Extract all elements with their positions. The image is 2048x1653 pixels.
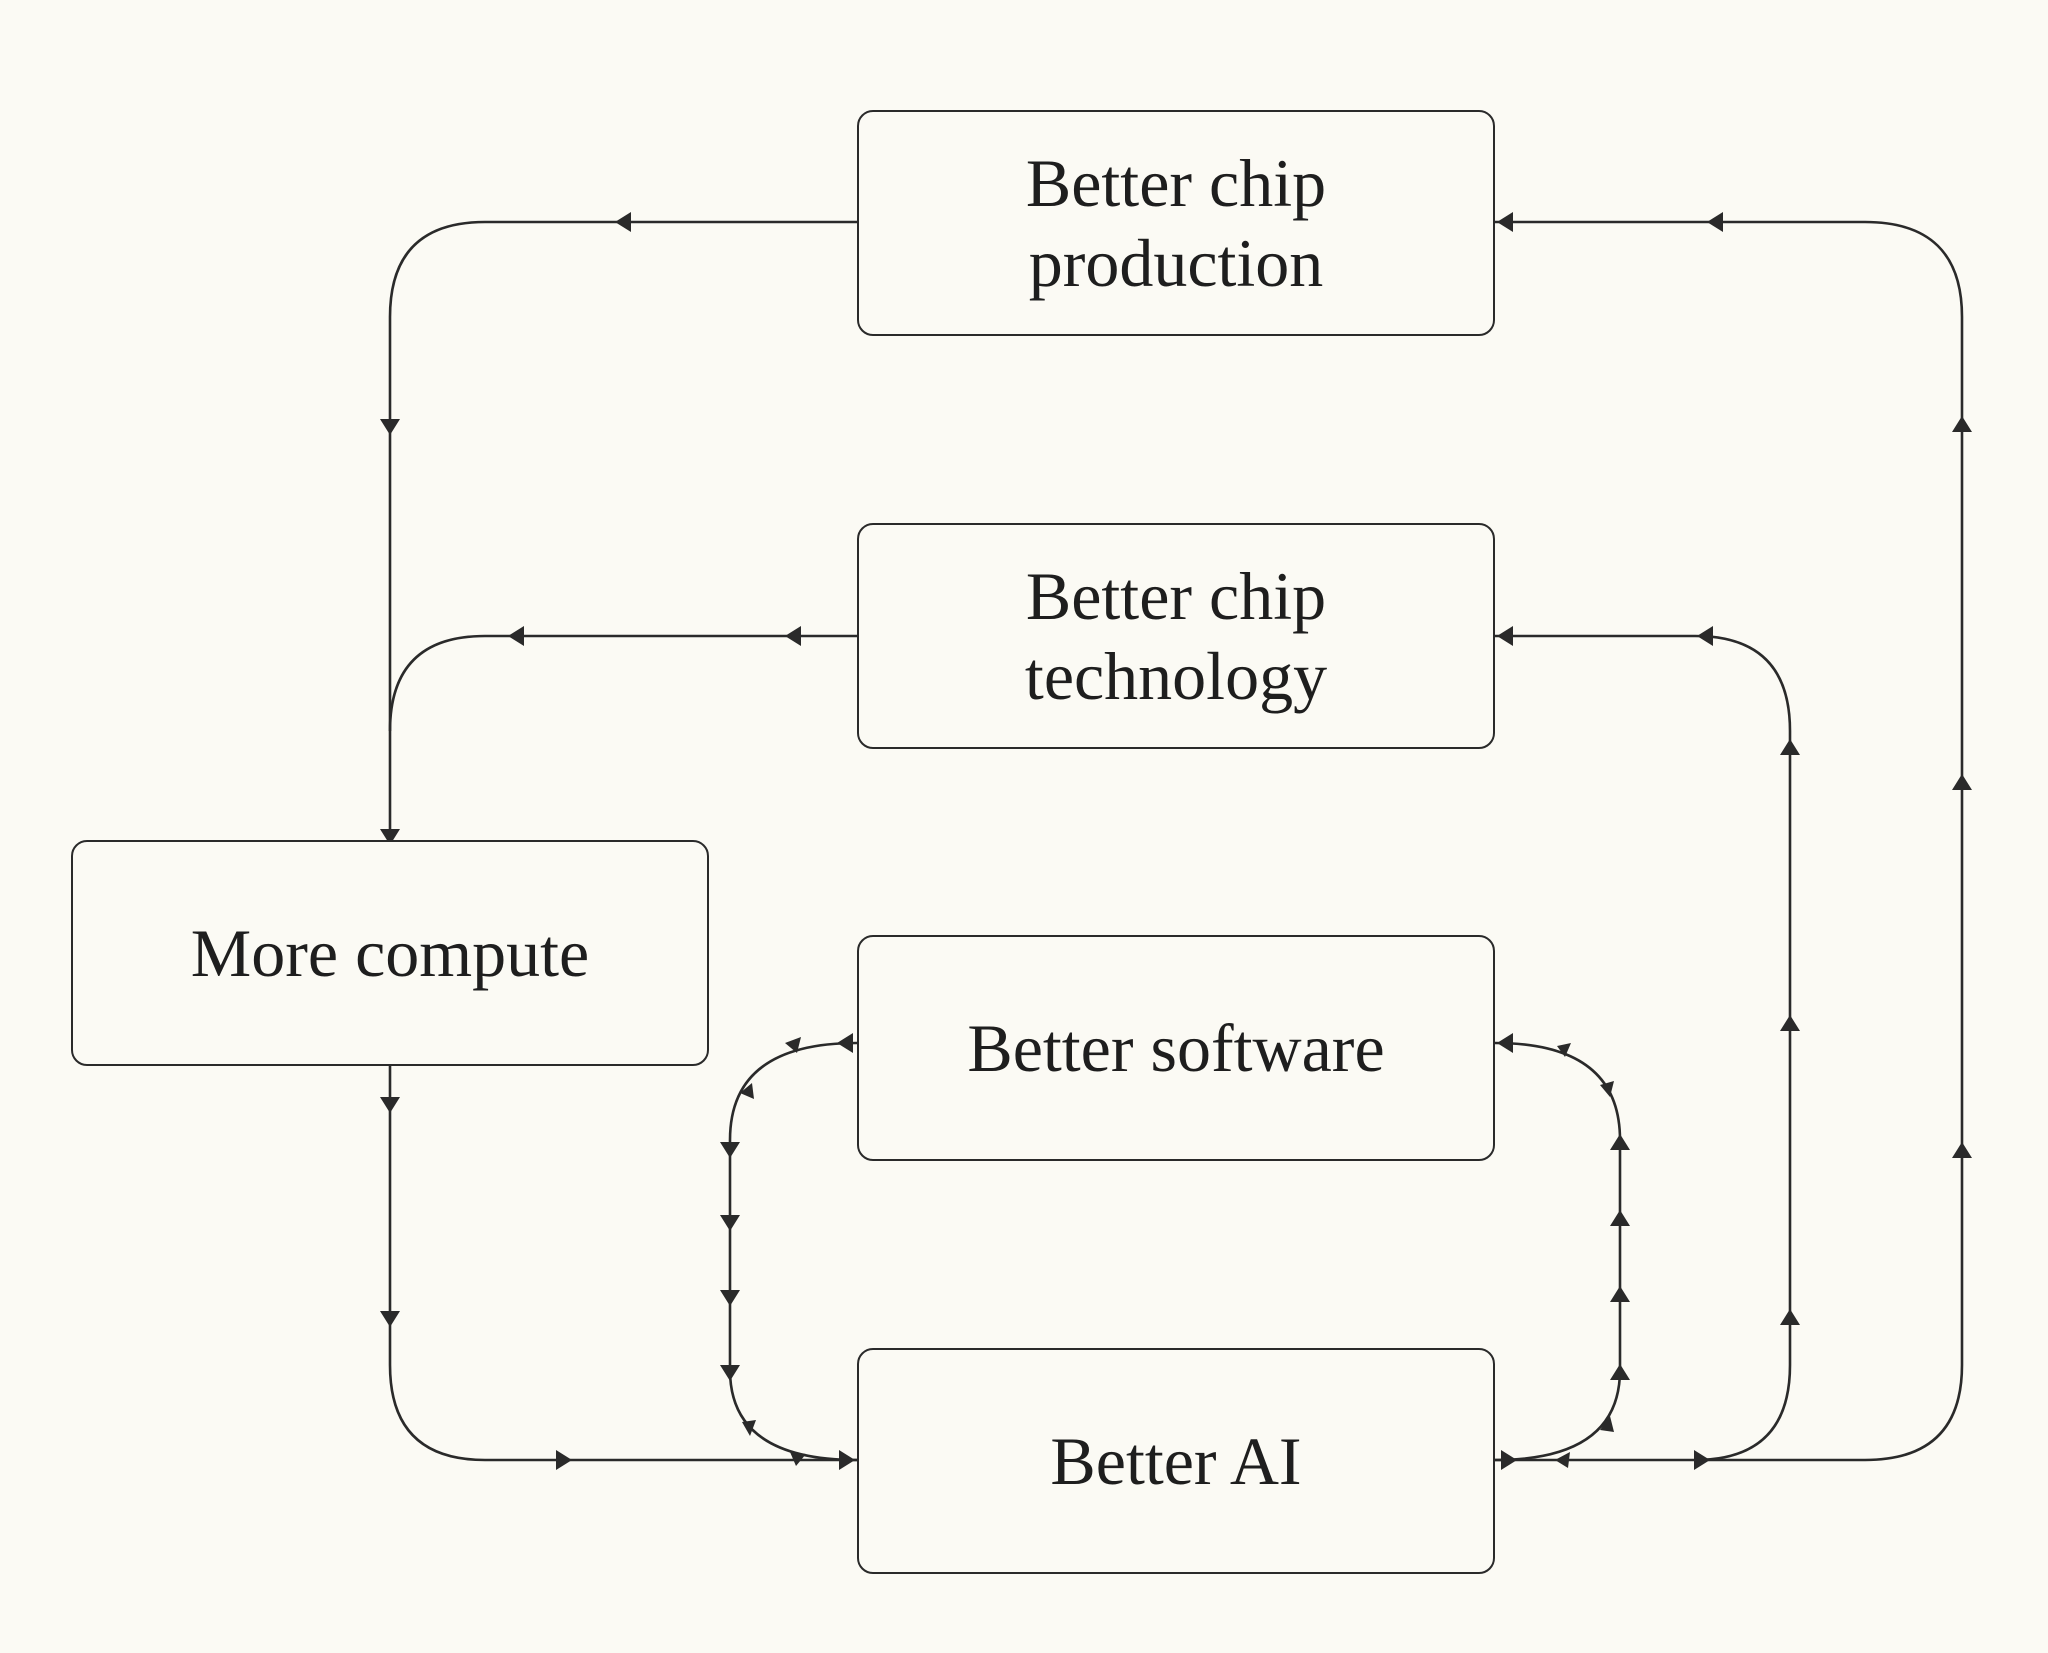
- arrowhead: [1610, 1134, 1630, 1150]
- arrowhead: [1694, 1450, 1710, 1470]
- arrowhead: [720, 1365, 740, 1381]
- arrowhead: [1952, 1142, 1972, 1158]
- arrowhead: [1501, 1450, 1517, 1470]
- arrowhead: [1952, 774, 1972, 790]
- edge-ai-to-production: [1495, 220, 1964, 1462]
- edge-production-to-compute: [388, 220, 857, 840]
- arrowhead: [508, 626, 524, 646]
- arrowhead: [1707, 212, 1723, 232]
- node-label: Better AI: [1050, 1422, 1302, 1499]
- arrowhead: [1780, 1015, 1800, 1031]
- node-better-chip-technology: Better chip technology: [857, 523, 1495, 749]
- arrowhead: [720, 1215, 740, 1231]
- arrowhead: [380, 1311, 400, 1327]
- arrowhead: [720, 1142, 740, 1158]
- arrowhead: [839, 1450, 855, 1470]
- arrowhead: [785, 1037, 801, 1053]
- arrowhead: [380, 419, 400, 435]
- node-better-chip-production: Better chip production: [857, 110, 1495, 336]
- node-label: production: [1028, 225, 1324, 301]
- edge-ai-to-software: [1494, 1041, 1622, 1462]
- arrowhead: [740, 1083, 754, 1099]
- node-better-ai: Better AI: [857, 1348, 1495, 1574]
- arrowhead: [1497, 212, 1513, 232]
- node-better-software: Better software: [857, 935, 1495, 1161]
- arrowhead: [837, 1033, 853, 1053]
- edge-ai-to-technology: [1495, 634, 1792, 1462]
- arrowhead: [615, 212, 631, 232]
- arrowhead: [1610, 1286, 1630, 1302]
- arrowhead: [720, 1290, 740, 1306]
- node-more-compute: More compute: [71, 840, 709, 1066]
- arrowhead: [1610, 1364, 1630, 1380]
- arrowhead: [380, 829, 400, 845]
- edge-compute-to-ai: [388, 1066, 857, 1462]
- node-label: technology: [1024, 638, 1328, 714]
- arrowhead: [1600, 1081, 1614, 1097]
- arrowhead: [1497, 626, 1513, 646]
- arrowhead: [742, 1420, 756, 1436]
- arrowhead: [1557, 1043, 1571, 1057]
- arrowhead: [1497, 1033, 1513, 1053]
- arrowhead: [1555, 1452, 1570, 1468]
- edge-technology-to-compute: [388, 634, 857, 732]
- node-label: Better software: [967, 1009, 1385, 1086]
- arrowhead: [785, 626, 801, 646]
- node-label: Better chip: [1025, 144, 1327, 221]
- arrowhead: [1780, 739, 1800, 755]
- arrowhead: [1952, 416, 1972, 432]
- edge-software-to-ai: [728, 1041, 858, 1462]
- node-label: More compute: [190, 914, 590, 991]
- arrowhead: [380, 1097, 400, 1113]
- arrowhead: [1780, 1309, 1800, 1325]
- arrowhead: [1697, 626, 1713, 646]
- arrowhead: [1610, 1210, 1630, 1226]
- arrowhead: [1600, 1416, 1614, 1432]
- arrowhead: [556, 1450, 572, 1470]
- arrowhead: [790, 1452, 806, 1466]
- node-label: Better chip: [1025, 557, 1327, 634]
